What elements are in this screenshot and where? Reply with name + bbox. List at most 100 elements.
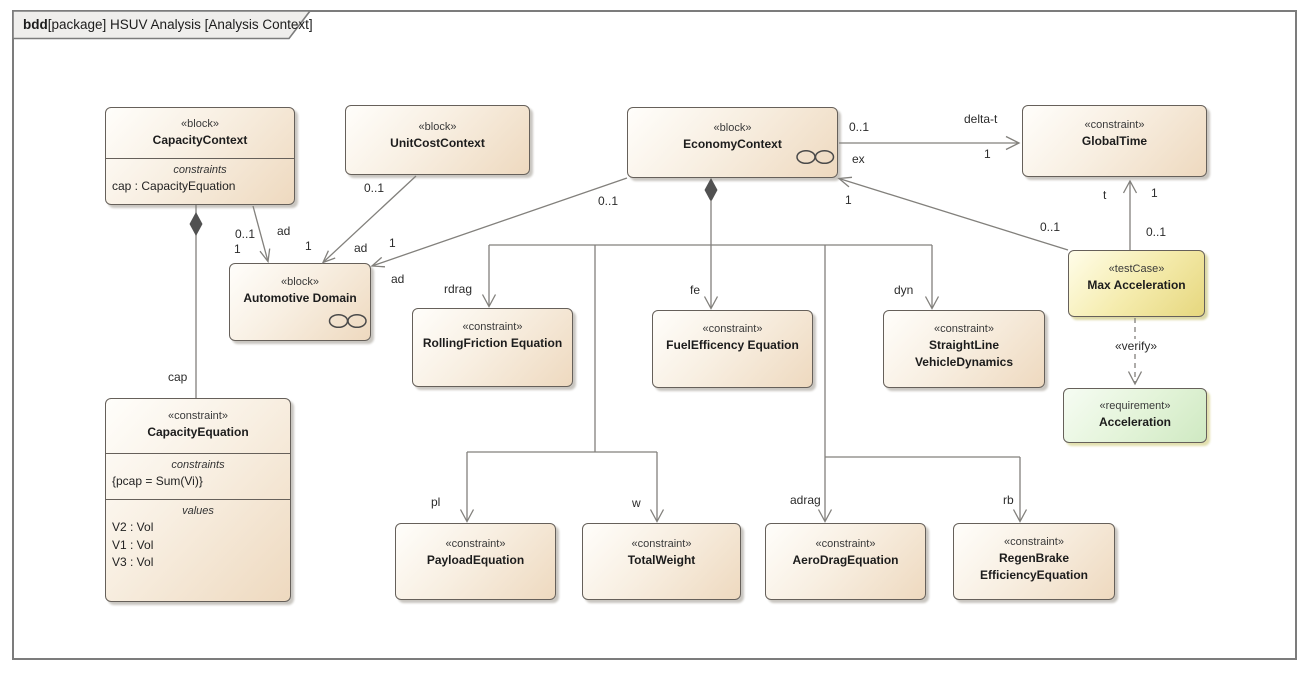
open-arrowhead-icon (372, 257, 385, 266)
association-maxacceleration-economy[interactable] (839, 177, 1068, 250)
association-economy-globaltime[interactable] (839, 137, 1019, 150)
block-automotive-domain[interactable]: «block» Automotive Domain (229, 263, 371, 341)
open-arrowhead-icon (839, 177, 852, 187)
block-name: RollingFriction Equation (422, 336, 563, 350)
label-rdrag-role: rdrag (444, 282, 473, 296)
block-payload-equation[interactable]: «constraint» PayloadEquation (395, 523, 556, 600)
label-t-globaltime-multiplicity: 1 (1151, 186, 1158, 200)
open-arrowhead-icon (926, 297, 939, 309)
block-name-line1: StraightLine (928, 338, 999, 352)
open-arrowhead-icon (1014, 510, 1027, 522)
block-capacity-context[interactable]: «block» CapacityContext constraints cap … (105, 107, 295, 205)
stereotype-label: «constraint» (1084, 119, 1145, 131)
stereotype-label: «constraint» (462, 321, 523, 333)
block-acceleration[interactable]: «requirement» Acceleration (1063, 388, 1207, 443)
block-aero-drag-equation[interactable]: «constraint» AeroDragEquation (765, 523, 926, 600)
stereotype-label: «constraint» (445, 538, 506, 550)
label-uc-ad-source-multiplicity: 0..1 (364, 181, 385, 195)
block-name: GlobalTime (1081, 134, 1148, 148)
label-deltat-role: delta-t (964, 112, 998, 126)
label-cc-ad-source-multiplicity: 0..1 (235, 227, 256, 241)
association-unitcost-automotive[interactable] (323, 176, 416, 263)
block-name: CapacityContext (152, 133, 248, 147)
compartment-label: constraints (171, 459, 225, 471)
label-deltat-source-multiplicity: 0..1 (849, 120, 870, 134)
label-verify-stereotype: «verify» (1112, 339, 1161, 353)
stereotype-label: «constraint» (631, 538, 692, 550)
block-fuel-efficency-equation[interactable]: «constraint» FuelEfficency Equation (652, 310, 813, 388)
dependency-verify[interactable] (1129, 318, 1142, 384)
label-t-role: t (1103, 188, 1107, 202)
diagram-title-label: [package] HSUV Analysis [Analysis Contex… (47, 17, 313, 32)
stereotype-label: «block» (418, 121, 457, 133)
block-name: Max Acceleration (1087, 278, 1186, 292)
label-w-role: w (632, 496, 641, 510)
label-ex-role: ex (852, 152, 865, 166)
block-name: StraightLine VehicleDynamics (884, 337, 1044, 371)
block-rolling-friction-equation[interactable]: «constraint» RollingFriction Equation (412, 308, 573, 387)
constraints-compartment: constraints {pcap = Sum(Vi)} (106, 453, 290, 499)
constraint-property: cap : CapacityEquation (112, 179, 236, 193)
block-total-weight[interactable]: «constraint» TotalWeight (582, 523, 741, 600)
association-economy-automotive[interactable] (372, 178, 627, 267)
block-unit-cost-context[interactable]: «block» UnitCostContext (345, 105, 530, 175)
block-economy-context[interactable]: «block» EconomyContext (627, 107, 838, 178)
open-arrowhead-icon (260, 249, 270, 262)
composite-diagram-icon (330, 315, 367, 328)
composition-diamond-icon (189, 212, 203, 236)
stereotype-label: «requirement» (1099, 400, 1171, 412)
label-cap-role: cap (168, 370, 188, 384)
composite-diagram-icon (797, 151, 834, 164)
value-property: V1 : Vol (112, 537, 154, 552)
block-global-time[interactable]: «constraint» GlobalTime (1022, 105, 1207, 177)
label-ex-maxaccel-multiplicity: 0..1 (1040, 220, 1061, 234)
open-arrowhead-icon (705, 297, 718, 309)
open-arrowhead-icon (1006, 137, 1019, 150)
stereotype-label: «constraint» (1004, 536, 1064, 548)
open-arrowhead-icon (819, 510, 832, 522)
association-maxacceleration-globaltime[interactable] (1124, 181, 1137, 250)
block-regen-brake-efficiency-equation[interactable]: «constraint» RegenBrake EfficiencyEquati… (953, 523, 1115, 600)
association-capacitycontext-automotive[interactable] (253, 206, 270, 262)
label-deltat-target-multiplicity: 1 (984, 147, 991, 161)
block-name: TotalWeight (627, 553, 696, 567)
open-arrowhead-icon (323, 251, 335, 263)
label-econ-ad-role: ad (391, 272, 405, 286)
stereotype-label: «constraint» (934, 323, 994, 335)
compartment-label: constraints (173, 164, 227, 176)
label-dyn-role: dyn (894, 283, 914, 297)
block-name-line1: RegenBrake (998, 551, 1070, 565)
block-name: PayloadEquation (426, 553, 525, 567)
block-name: CapacityEquation (147, 425, 249, 439)
composition-capacitycontext-capacityequation[interactable] (189, 205, 203, 398)
stereotype-label: «block» (181, 118, 219, 130)
block-capacity-equation[interactable]: «constraint» CapacityEquation constraint… (105, 398, 291, 602)
label-uc-ad-role: ad (354, 241, 368, 255)
block-max-acceleration[interactable]: «testCase» Max Acceleration (1068, 250, 1205, 317)
composition-economy-constraints-tree[interactable] (461, 178, 1027, 522)
block-name: EconomyContext (683, 137, 782, 151)
block-name-line2: EfficiencyEquation (979, 568, 1089, 582)
label-adrag-role: adrag (790, 493, 821, 507)
label-cc-ad-target-multiplicity: 1 (234, 242, 241, 256)
stereotype-label: «constraint» (168, 410, 228, 422)
label-fe-role: fe (690, 283, 701, 297)
stereotype-label: «constraint» (702, 323, 763, 335)
composition-diamond-icon (704, 178, 718, 202)
label-econ-ad-source-multiplicity: 0..1 (598, 194, 619, 208)
values-compartment: values V2 : Vol V1 : Vol V3 : Vol (106, 499, 290, 603)
label-rb-role: rb (1003, 493, 1014, 507)
diagram-title-tab: bdd[package] HSUV Analysis [Analysis Con… (23, 17, 313, 32)
block-name: Automotive Domain (243, 291, 357, 305)
stereotype-label: «testCase» (1108, 263, 1165, 275)
label-uc-ad-target-multiplicity: 1 (305, 239, 312, 253)
stereotype-label: «block» (281, 276, 319, 288)
label-t-maxaccel-multiplicity: 0..1 (1146, 225, 1167, 239)
block-name: UnitCostContext (390, 136, 485, 150)
block-name: AeroDragEquation (792, 553, 899, 567)
diagram-kind-label: bdd (23, 17, 48, 32)
block-straightline-vehicle-dynamics[interactable]: «constraint» StraightLine VehicleDynamic… (883, 310, 1045, 388)
open-arrowhead-icon (461, 510, 474, 522)
open-arrowhead-icon (1124, 181, 1137, 193)
